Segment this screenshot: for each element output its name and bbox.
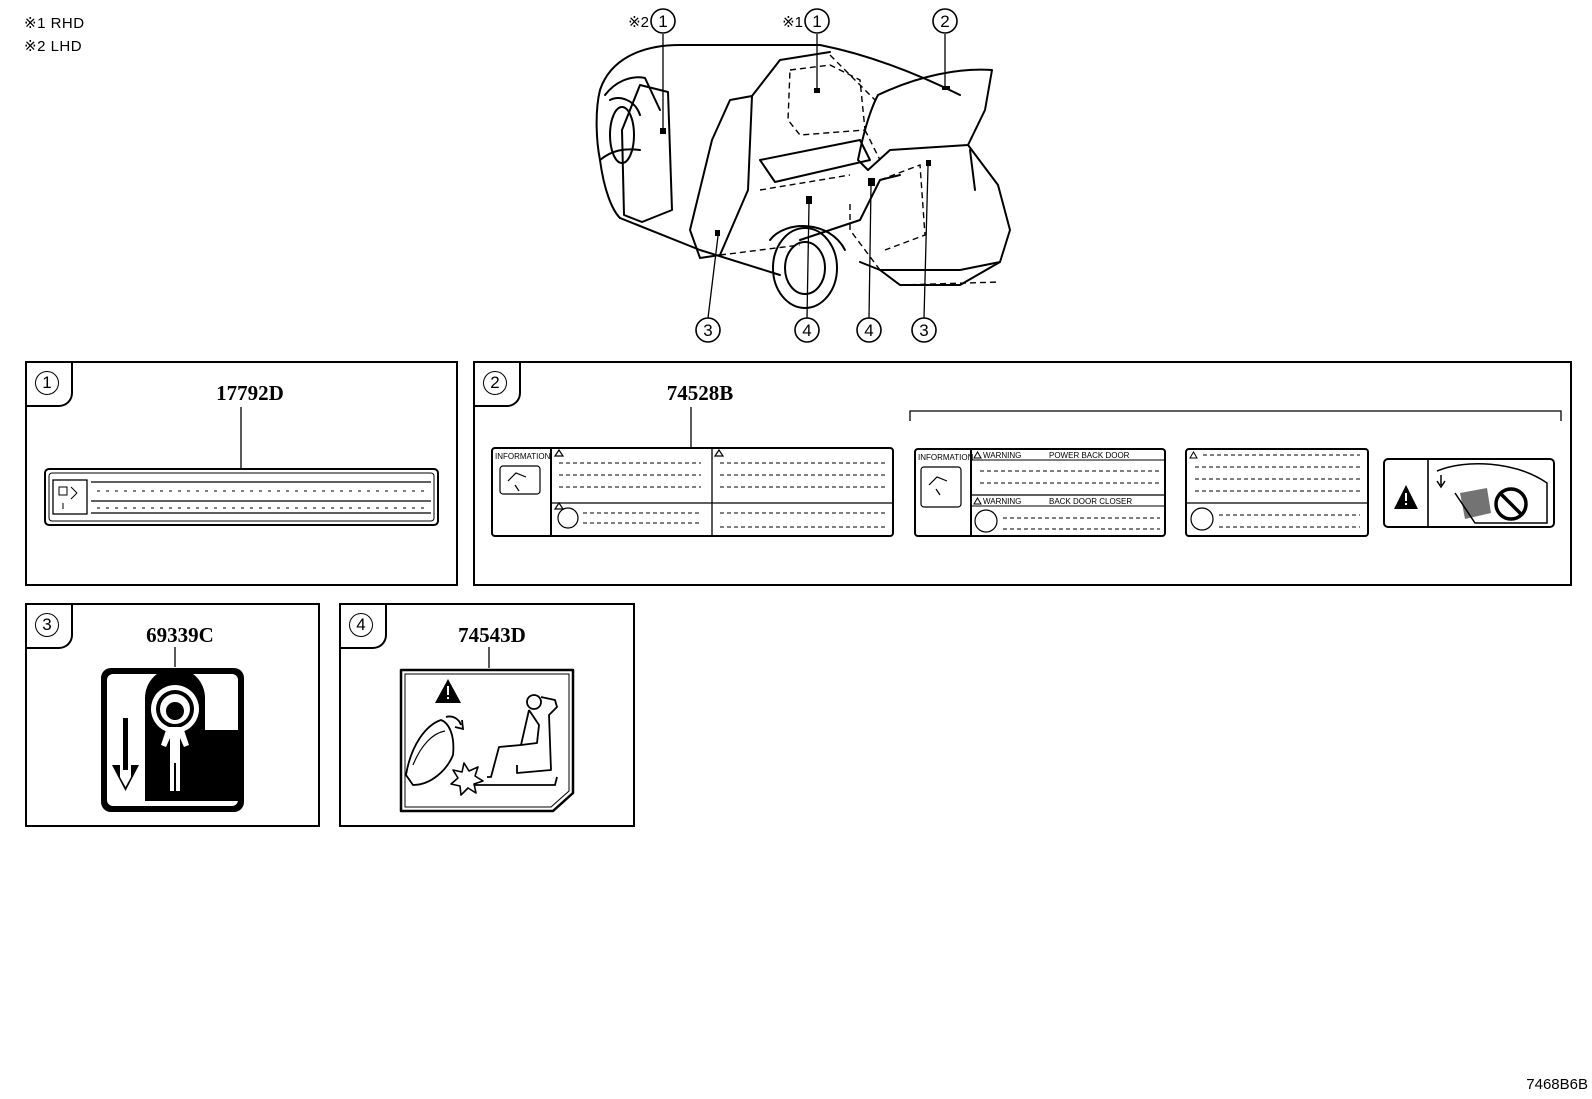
callout-4a: 4 <box>802 321 811 340</box>
info-label-1: INFORMATION <box>495 452 551 461</box>
panel-3-part-number: 69339C <box>146 623 214 647</box>
label-74543d-drawing <box>399 647 575 813</box>
panel-3: 3 69339C <box>25 603 320 827</box>
diagram-code: 7468B6B <box>1526 1076 1588 1093</box>
panel-2-tab: 2 <box>475 363 521 407</box>
panel-1-tab: 1 <box>27 363 73 407</box>
panel-4-tab: 4 <box>341 605 387 649</box>
label-69339c-drawing <box>101 647 244 812</box>
panel-4-index: 4 <box>349 613 373 637</box>
warning-label-2: WARNING <box>983 497 1021 506</box>
callout-4b: 4 <box>864 321 873 340</box>
panel-4: 4 74543D <box>339 603 635 827</box>
warning-title-2: BACK DOOR CLOSER <box>1049 497 1132 506</box>
note-lhd: ※2 LHD <box>24 38 83 55</box>
panel-1: 1 17792D <box>25 361 458 586</box>
panel-2: 2 74528B INFORMATION <box>473 361 1572 586</box>
note-rhd: ※1 RHD <box>24 15 85 32</box>
vehicle-illustration: 1 1 2 3 4 4 3 ※2 ※1 <box>595 8 1011 343</box>
callout-1a: 1 <box>658 12 667 31</box>
warning-title-1: POWER BACK DOOR <box>1049 451 1130 460</box>
callout-3b: 3 <box>919 321 928 340</box>
callout-1b-note: ※1 <box>782 14 803 31</box>
panel-2-index: 2 <box>483 371 507 395</box>
info-label-2: INFORMATION <box>918 453 974 462</box>
callout-1b: 1 <box>812 12 821 31</box>
panel-1-part-number: 17792D <box>216 381 284 405</box>
label-74528b-drawing: INFORMATION INFORMATION WA <box>491 407 1562 537</box>
callout-2: 2 <box>940 12 949 31</box>
panel-1-index: 1 <box>35 371 59 395</box>
panel-2-part-number: 74528B <box>666 381 734 405</box>
label-17792d-drawing <box>44 407 439 526</box>
panel-4-part-number: 74543D <box>458 623 526 647</box>
warning-label-1: WARNING <box>983 451 1021 460</box>
callout-3a: 3 <box>703 321 712 340</box>
panel-3-index: 3 <box>35 613 59 637</box>
panel-3-tab: 3 <box>27 605 73 649</box>
callout-1a-note: ※2 <box>628 14 649 31</box>
